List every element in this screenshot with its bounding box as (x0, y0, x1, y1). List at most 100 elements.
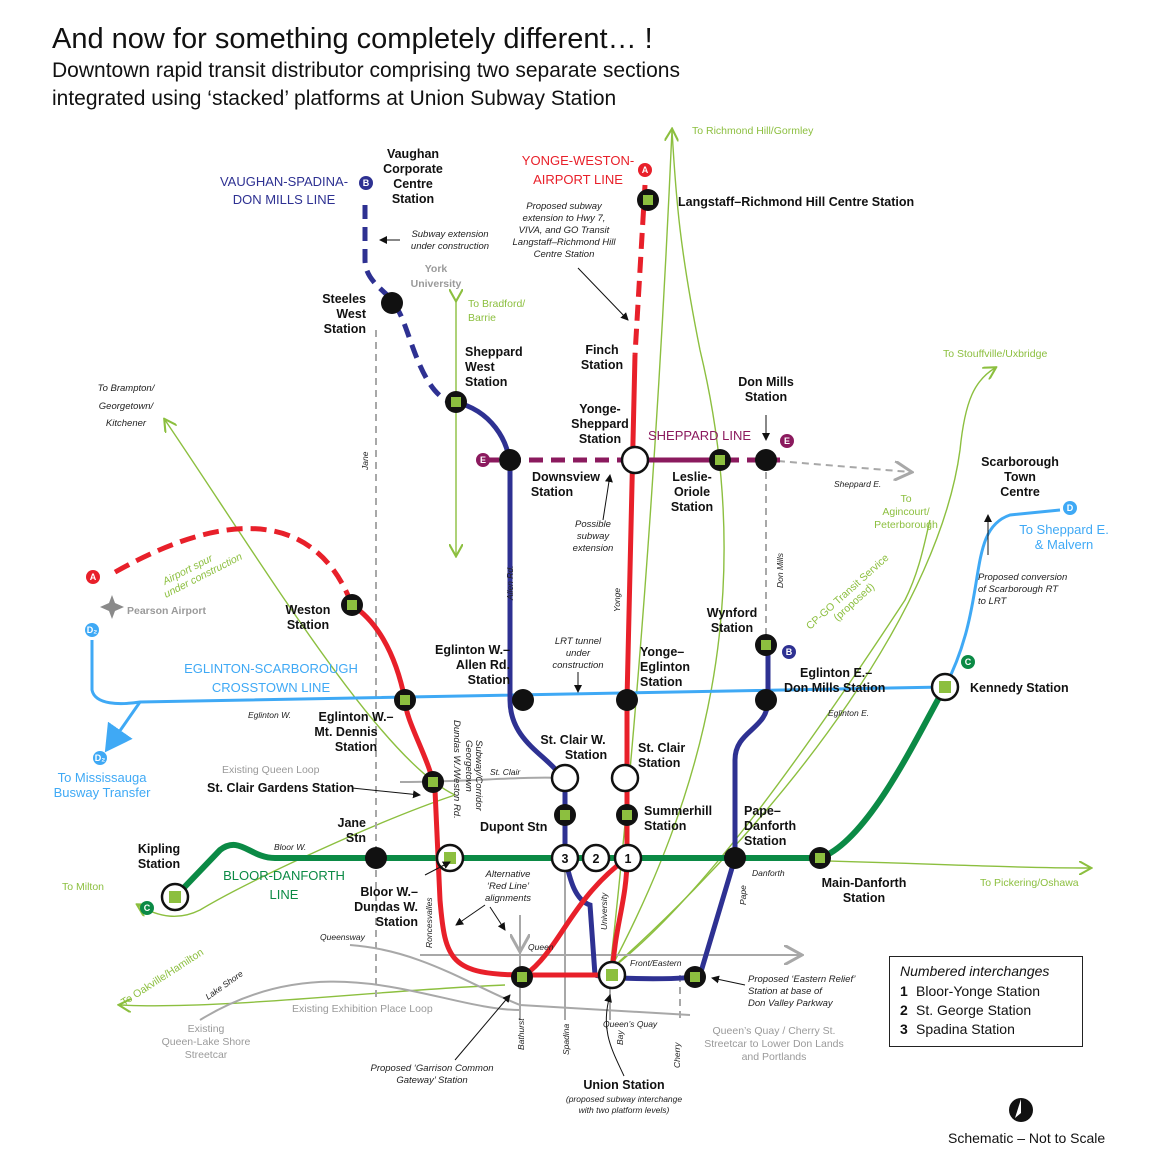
svg-text:GeorgetownSubway/Corridor: GeorgetownSubway/Corridor (463, 740, 484, 812)
line-name-yonge-2: AIRPORT LINE (533, 172, 623, 187)
svg-text:Eglinton E.: Eglinton E. (828, 708, 869, 718)
svg-text:To Richmond Hill/Gormley: To Richmond Hill/Gormley (692, 125, 814, 137)
svg-text:Danforth: Danforth (752, 868, 785, 878)
line-name-bloor-1: BLOOR-DANFORTH (223, 868, 345, 883)
station-pape (724, 847, 746, 869)
svg-text:To Pickering/Oshawa: To Pickering/Oshawa (980, 877, 1079, 889)
svg-text:Dundas W./Weston Rd.: Dundas W./Weston Rd. (451, 720, 462, 819)
station-jane (365, 847, 387, 869)
svg-text:Queen: Queen (528, 942, 554, 952)
station-eglinton-allen (512, 689, 534, 711)
badge-a-airport: A (90, 572, 97, 582)
station-yonge-eglinton (616, 689, 638, 711)
svg-text:Bloor W.: Bloor W. (274, 842, 306, 852)
station-st-clair-west (550, 763, 580, 793)
svg-text:Front/Eastern: Front/Eastern (630, 958, 682, 968)
svg-text:Eglinton E.–Don Mills Station: Eglinton E.–Don Mills Station (784, 666, 885, 695)
new-stations (169, 189, 951, 988)
svg-text:Queen’s Quay / Cherry St.Stree: Queen’s Quay / Cherry St.Streetcar to Lo… (704, 1025, 844, 1063)
line-name-vaughan-2: DON MILLS LINE (233, 192, 336, 207)
badge-e-west: E (480, 455, 486, 465)
badge-d2-mississauga: D₂ (95, 753, 106, 763)
svg-text:Pape: Pape (738, 885, 748, 905)
svg-text:Don Mills: Don Mills (775, 552, 785, 588)
badge-d2-pearson: D₂ (87, 625, 98, 635)
svg-text:Alternative‘Red Line’alignment: Alternative‘Red Line’alignments (485, 869, 532, 904)
svg-text:Queen’s Quay: Queen’s Quay (603, 1019, 658, 1029)
north-arrow-icon (1009, 1098, 1033, 1122)
svg-text:To Oakville/Hamilton: To Oakville/Hamilton (119, 946, 206, 1008)
svg-text:To Milton: To Milton (62, 881, 104, 893)
svg-text:Lake Shore: Lake Shore (203, 968, 245, 1001)
svg-text:Eglinton W.–Allen Rd.Station: Eglinton W.–Allen Rd.Station (435, 643, 510, 687)
svg-text:Proposed ‘Eastern Relief’Stati: Proposed ‘Eastern Relief’Station at base… (748, 974, 856, 1009)
svg-text:Queensway: Queensway (320, 932, 366, 942)
line-name-bloor-2: LINE (270, 887, 299, 902)
line-name-yonge-1: YONGE-WESTON- (522, 153, 634, 168)
legend-title: Numbered interchanges (900, 963, 1050, 979)
badge-b: B (363, 178, 370, 188)
badge-c-kennedy: C (965, 657, 972, 667)
airplane-icon (100, 595, 124, 619)
svg-text:University: University (599, 892, 609, 930)
eglinton-crosstown-line (90, 508, 1061, 753)
svg-text:Cherry: Cherry (672, 1042, 682, 1068)
svg-text:Langstaff–Richmond Hill Centre: Langstaff–Richmond Hill Centre Station (678, 195, 914, 209)
svg-text:Jane: Jane (360, 451, 370, 471)
badge-b-south: B (786, 647, 793, 657)
svg-text:Spadina: Spadina (561, 1024, 571, 1055)
header: And now for something completely differe… (52, 22, 680, 112)
line-badges: A A B B C C D D₂ D₂ E E (85, 163, 1077, 915)
line-name-vaughan-1: VAUGHAN-SPADINA- (220, 174, 348, 189)
svg-text:Sheppard E.: Sheppard E. (834, 479, 881, 489)
interchange-3: 3 (562, 852, 569, 866)
svg-text:Dupont Stn: Dupont Stn (480, 820, 547, 834)
line-name-eglinton-2: CROSSTOWN LINE (212, 680, 331, 695)
svg-text:Roncesvalles: Roncesvalles (424, 897, 434, 948)
svg-text:St. Clair W.Station: St. Clair W.Station (540, 733, 607, 762)
badge-c-kipling: C (144, 903, 151, 913)
station-steeles-west (381, 292, 403, 314)
svg-text:Existing Exhibition Place Loop: Existing Exhibition Place Loop (292, 1003, 433, 1015)
interchange-1: 1 (625, 852, 632, 866)
map-subtitle-1: Downtown rapid transit distributor compr… (52, 59, 680, 82)
svg-text:To Brampton/Georgetown/Kitchen: To Brampton/Georgetown/Kitchener (98, 383, 156, 429)
badge-a: A (642, 165, 649, 175)
footer-note: Schematic – Not to Scale (948, 1130, 1106, 1146)
station-st-clair (610, 763, 640, 793)
line-name-sheppard: SHEPPARD LINE (648, 428, 751, 443)
svg-text:Existing Queen Loop: Existing Queen Loop (222, 764, 320, 776)
badge-d-east: D (1067, 503, 1074, 513)
svg-text:Pearson Airport: Pearson Airport (127, 605, 206, 617)
map-subtitle-2: integrated using ‘stacked’ platforms at … (52, 87, 617, 110)
station-downsview (499, 449, 521, 471)
svg-text:To Bradford/Barrie: To Bradford/Barrie (468, 298, 525, 324)
